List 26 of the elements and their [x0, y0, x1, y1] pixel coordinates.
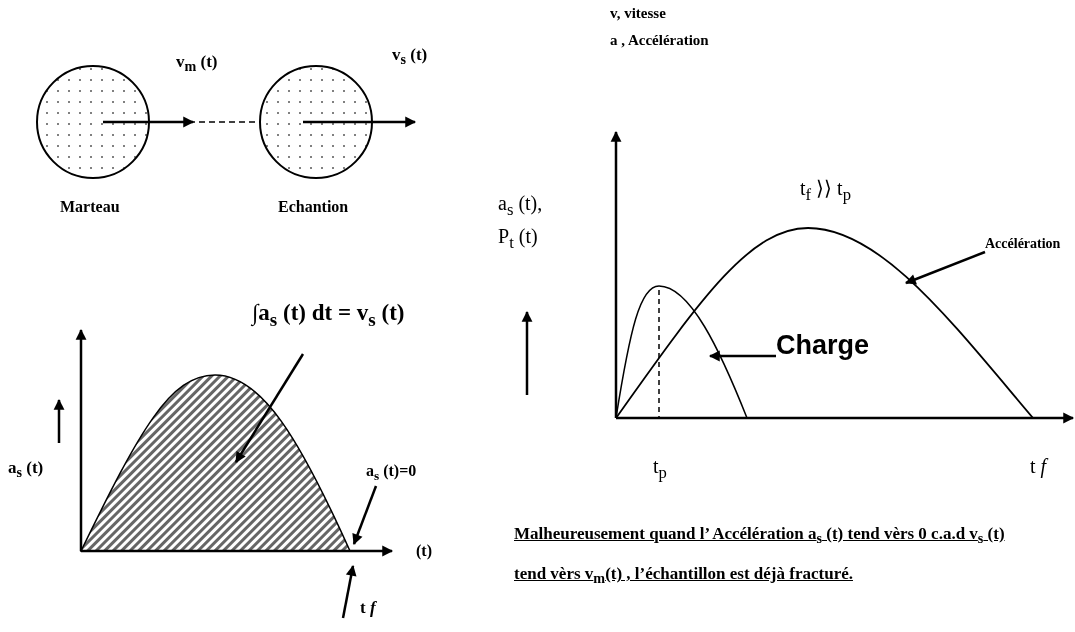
axis-label: t$_{p}$ — [653, 455, 667, 483]
axis-label: (t) — [416, 542, 432, 560]
velocity-label: v$_{s}$ (t) — [392, 45, 428, 69]
leader-arrow — [341, 564, 357, 619]
note-paragraph: Malheureusement quand l’ Accélération a$_{s}$ (t) tend vèrs 0 c.a.d v$_{s}$ (t) tend vèrs v$_{m}$(t) , l’échantillon est déjà fracturé. — [514, 523, 1006, 589]
axis-label: a$_{s}$ (t) — [8, 458, 44, 482]
formula-label: ∫a$_{s}$ (t) dt = v$_{s}$ (t) — [252, 300, 405, 331]
legend-note: v, vitesse — [610, 5, 666, 22]
axis-label: P$_{t}$ (t) — [498, 225, 538, 253]
leader-arrow — [352, 485, 378, 545]
legend-note: a , Accélération — [610, 32, 709, 49]
curve-label: Accélération — [985, 236, 1061, 252]
axis-label: t f — [1030, 455, 1047, 478]
axis-label: a$_{s}$ (t), — [498, 192, 543, 220]
relation-label: t$_{f}$ ⟩⟩ t$_{p}$ — [800, 176, 851, 205]
leader-arrow — [708, 350, 776, 362]
formula-label: a$_{s}$ (t)=0 — [366, 462, 417, 485]
velocity-label: v$_{m}$ (t) — [176, 52, 218, 76]
sphere-drawing — [259, 65, 373, 179]
leader-arrow — [234, 353, 305, 463]
sphere-drawing — [36, 65, 150, 179]
leader-arrow — [905, 250, 986, 285]
axis-label: t f — [360, 598, 376, 618]
curve-label: Charge — [776, 330, 870, 361]
sphere-label: Marteau — [60, 198, 120, 216]
sphere-label: Echantion — [278, 198, 349, 216]
